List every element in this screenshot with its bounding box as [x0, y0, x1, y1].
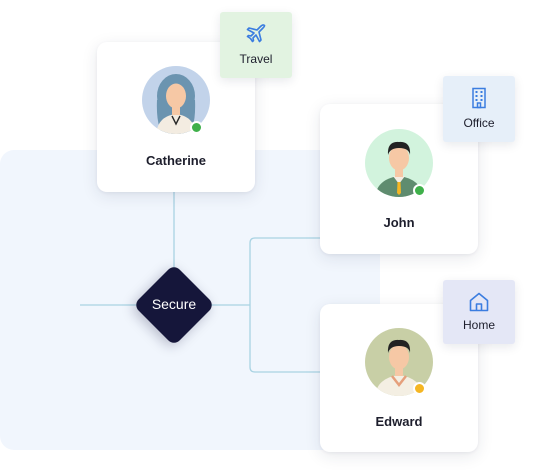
secure-node-label: Secure — [151, 296, 197, 312]
location-label-home: Home — [462, 318, 495, 332]
person-card-edward[interactable]: Edward — [320, 304, 478, 452]
status-dot-john — [413, 184, 426, 197]
location-label-office: Office — [463, 116, 495, 130]
person-name-edward: Edward — [375, 414, 423, 429]
connector-edward — [249, 305, 322, 373]
airplane-icon — [246, 24, 266, 43]
location-tag-travel[interactable]: Travel — [220, 12, 292, 78]
building-icon — [472, 87, 486, 109]
connector-john — [249, 237, 322, 305]
location-tag-home[interactable]: Home — [443, 280, 515, 344]
house-icon — [469, 292, 489, 312]
location-label-travel: Travel — [239, 52, 273, 66]
status-dot-catherine — [190, 121, 203, 134]
person-name-john: John — [383, 215, 415, 230]
location-tag-office[interactable]: Office — [443, 76, 515, 142]
person-name-catherine: Catherine — [146, 153, 206, 168]
status-dot-edward — [413, 382, 426, 395]
